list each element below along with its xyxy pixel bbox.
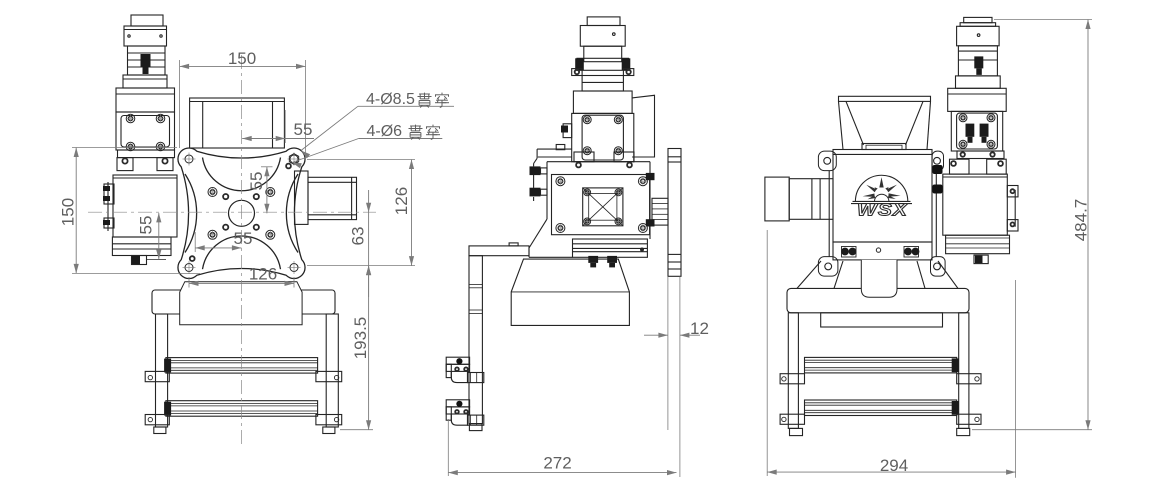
svg-text:272: 272: [543, 454, 571, 473]
svg-text:WSX: WSX: [857, 200, 908, 220]
svg-text:294: 294: [880, 456, 908, 475]
svg-text:4-Ø6: 4-Ø6: [367, 123, 403, 140]
svg-text:484.7: 484.7: [1072, 199, 1091, 242]
svg-text:150: 150: [228, 49, 256, 68]
svg-text:55: 55: [234, 229, 253, 248]
svg-text:12: 12: [690, 319, 709, 338]
svg-text:126: 126: [249, 265, 277, 284]
svg-text:126: 126: [392, 187, 411, 215]
svg-text:55: 55: [294, 120, 313, 139]
svg-text:150: 150: [59, 198, 78, 226]
svg-text:63: 63: [349, 227, 368, 246]
svg-text:193.5: 193.5: [351, 317, 370, 360]
svg-text:4-Ø8.5: 4-Ø8.5: [366, 91, 415, 108]
svg-text:55: 55: [247, 172, 266, 191]
svg-text:55: 55: [137, 216, 156, 235]
